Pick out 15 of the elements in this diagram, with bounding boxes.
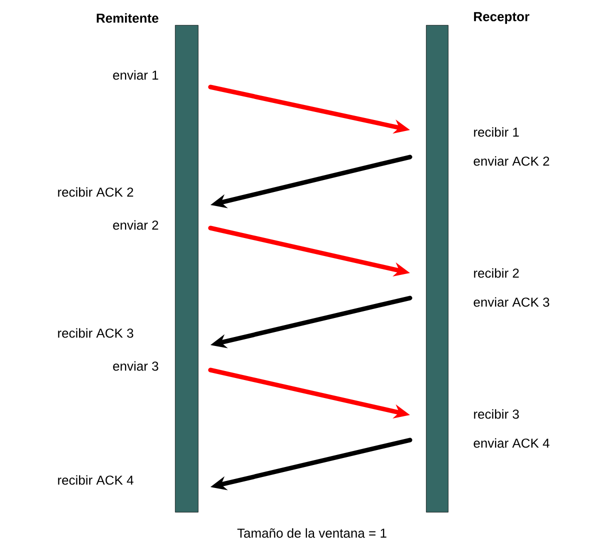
event-label: enviar 2 <box>113 220 158 230</box>
event-label: recibir ACK 4 <box>58 475 134 485</box>
event-label: enviar 1 <box>113 70 158 80</box>
event-label: enviar ACK 3 <box>474 297 550 307</box>
event-label: recibir 2 <box>474 268 519 278</box>
event-label: recibir ACK 2 <box>58 187 134 197</box>
event-label: recibir 1 <box>474 127 519 137</box>
lifeline-heading: Remitente <box>96 13 158 23</box>
event-label: enviar ACK 2 <box>474 156 550 166</box>
event-label: recibir ACK 3 <box>58 328 134 338</box>
event-label: enviar 3 <box>113 361 158 371</box>
event-label: recibir 3 <box>474 409 519 419</box>
lifeline-heading: Receptor <box>474 12 530 24</box>
event-label: enviar ACK 4 <box>474 438 550 448</box>
caption: Tamaño de la ventana = 1 <box>237 528 386 538</box>
